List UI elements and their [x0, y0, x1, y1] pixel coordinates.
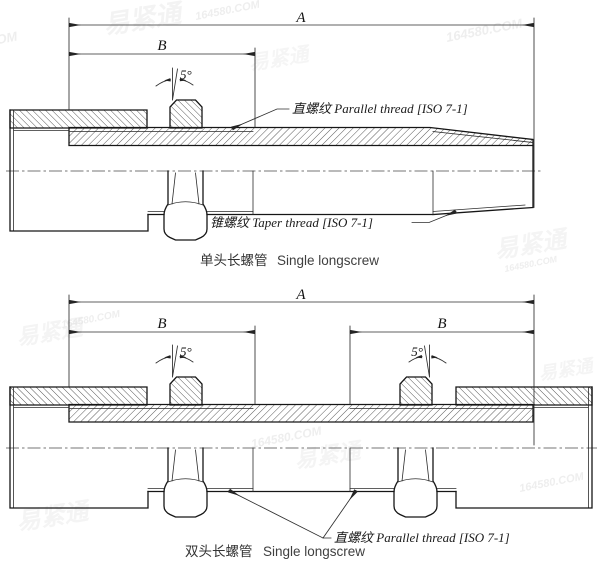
watermark-site: 164580.COM — [518, 471, 585, 495]
taper-thread-label: 锥螺纹 Taper thread [ISO 7-1] — [210, 215, 373, 230]
bottom-diagram: A B B 5° 5° 直螺 — [6, 287, 597, 559]
locknut-section — [169, 99, 203, 129]
socket-left-exterior — [9, 109, 149, 232]
pipe-section — [68, 403, 534, 423]
dimension-a: A — [68, 287, 535, 446]
dim-b-left-label: B — [157, 316, 166, 332]
dim-a-label: A — [295, 287, 306, 303]
thread-end-mark — [252, 170, 434, 215]
locknut-right-section — [399, 376, 433, 406]
watermark-brand: 易紧通 — [537, 355, 596, 384]
dim-b-right-label: B — [437, 316, 446, 332]
thread-end-mark — [252, 447, 351, 492]
watermark-site: 164580.COM — [0, 28, 20, 58]
watermark-brand: 易紧通 — [101, 0, 187, 40]
pipe-exterior — [147, 447, 457, 493]
angle-label: 5° — [180, 67, 192, 82]
locknut-right-exterior — [393, 447, 438, 518]
pipe-exterior — [147, 145, 534, 216]
angle-left-label: 5° — [180, 344, 192, 359]
parallel-thread-callout: 直螺纹 Parallel thread [ISO 7-1] — [228, 488, 510, 545]
angle-right-label: 5° — [411, 344, 423, 359]
angle-annotation-left: 5° — [155, 344, 194, 378]
watermark-site: 164580.COM — [445, 15, 525, 45]
dimension-b: B — [68, 38, 256, 128]
socket-left-exterior — [9, 386, 149, 509]
watermark-brand: 易紧通 — [15, 497, 94, 536]
watermark-brand: 易紧通 — [247, 43, 313, 75]
dimension-a: A — [68, 10, 535, 208]
watermark-site: 164580.COM — [60, 309, 121, 331]
dim-a-label: A — [295, 10, 306, 26]
socket-right-section — [455, 386, 593, 509]
taper-thread-callout: 锥螺纹 Taper thread [ISO 7-1] — [210, 209, 457, 230]
socket-right-exterior — [455, 386, 593, 509]
bottom-caption: 双头长螺管 Single longscrew — [185, 544, 365, 559]
locknut-left-section — [169, 376, 203, 406]
angle-annotation-right: 5° — [408, 344, 447, 378]
locknut-exterior — [163, 170, 208, 241]
watermark-brand: 易紧通 — [293, 437, 366, 473]
dimension-b-left: B — [68, 316, 256, 405]
angle-annotation: 5° — [155, 67, 194, 101]
thread-minor-line — [68, 131, 534, 143]
dimension-b-right: B — [349, 316, 535, 405]
parallel-thread-label: 直螺纹 Parallel thread [ISO 7-1] — [292, 101, 468, 116]
dim-b-label: B — [157, 38, 166, 54]
pipe-section — [68, 126, 534, 147]
watermark-site: 164580.COM — [194, 0, 261, 23]
parallel-thread-label: 直螺纹 Parallel thread [ISO 7-1] — [334, 530, 510, 545]
locknut-left-exterior — [163, 447, 208, 518]
parallel-thread-callout: 直螺纹 Parallel thread [ISO 7-1] — [231, 101, 468, 131]
top-diagram: A B 5° 直螺纹 Parallel thread [ISO 7-1] 锥螺纹… — [6, 10, 542, 268]
top-caption: 单头长螺管 Single longscrew — [200, 253, 379, 268]
